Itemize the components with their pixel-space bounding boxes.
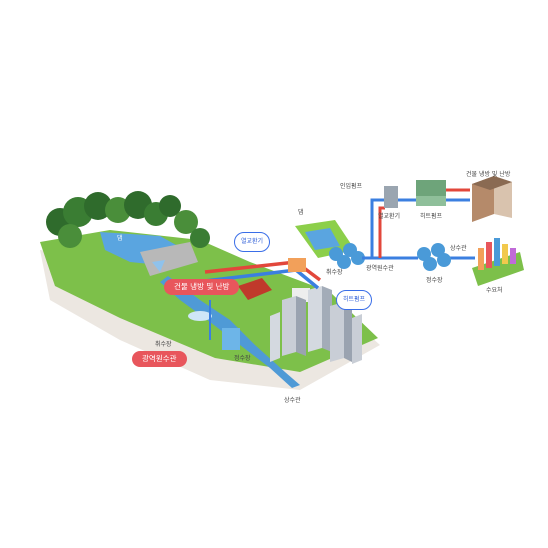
callout-heat-pump: 히트펌프 (336, 290, 373, 310)
label-intake-left: 취수장 (155, 340, 172, 348)
label-dam-right: 댐 (298, 209, 304, 216)
consumer-city (472, 238, 524, 286)
label-inflow-pump: 인입펌프 (340, 182, 363, 190)
city (270, 286, 362, 364)
callout-building-hvac: 건물 냉방 및 난방 (164, 279, 240, 295)
heat-exchanger-box (288, 258, 306, 272)
label-intake-right: 취수장 (326, 268, 343, 276)
label-dam-left: 댐 (117, 235, 123, 242)
house (238, 278, 272, 300)
intake-tank (188, 311, 212, 321)
callout-heat-exchanger: 열교환기 (234, 232, 271, 252)
callout-wide-area-pipe: 광역원수관 (132, 351, 187, 367)
label-consumer: 수요처 (486, 286, 503, 294)
warm-pipe-left-1 (204, 260, 297, 274)
heat-pump-unit (416, 180, 446, 196)
pipe-up-warm (378, 206, 385, 258)
dam-wall (140, 242, 198, 276)
label-wide-area-pipe-right: 광역원수관 (366, 264, 394, 272)
labels: 댐 댐 취수장 취수장 광역원수관 인입펌프 열교환기 히트펌프 건물 냉방 및… (117, 170, 511, 404)
label-heat-exchanger-right: 열교환기 (378, 212, 400, 220)
purification-cluster (417, 243, 451, 271)
label-purification-left: 정수장 (234, 354, 251, 362)
pipe-up-cool (370, 198, 430, 258)
label-building-hvac-right: 건물 냉방 및 난방 (466, 170, 511, 178)
label-purification-right: 정수장 (426, 276, 443, 284)
purification-tank (222, 328, 240, 350)
label-water-main-left: 상수관 (284, 396, 301, 404)
apartment-building (472, 176, 512, 222)
intake-cluster (329, 243, 365, 269)
right-schematic (295, 176, 524, 286)
heat-exchanger-unit (384, 186, 398, 208)
forest (46, 191, 210, 248)
label-water-main-right: 상수관 (450, 244, 467, 252)
label-heat-pump-right: 히트펌프 (420, 212, 443, 220)
